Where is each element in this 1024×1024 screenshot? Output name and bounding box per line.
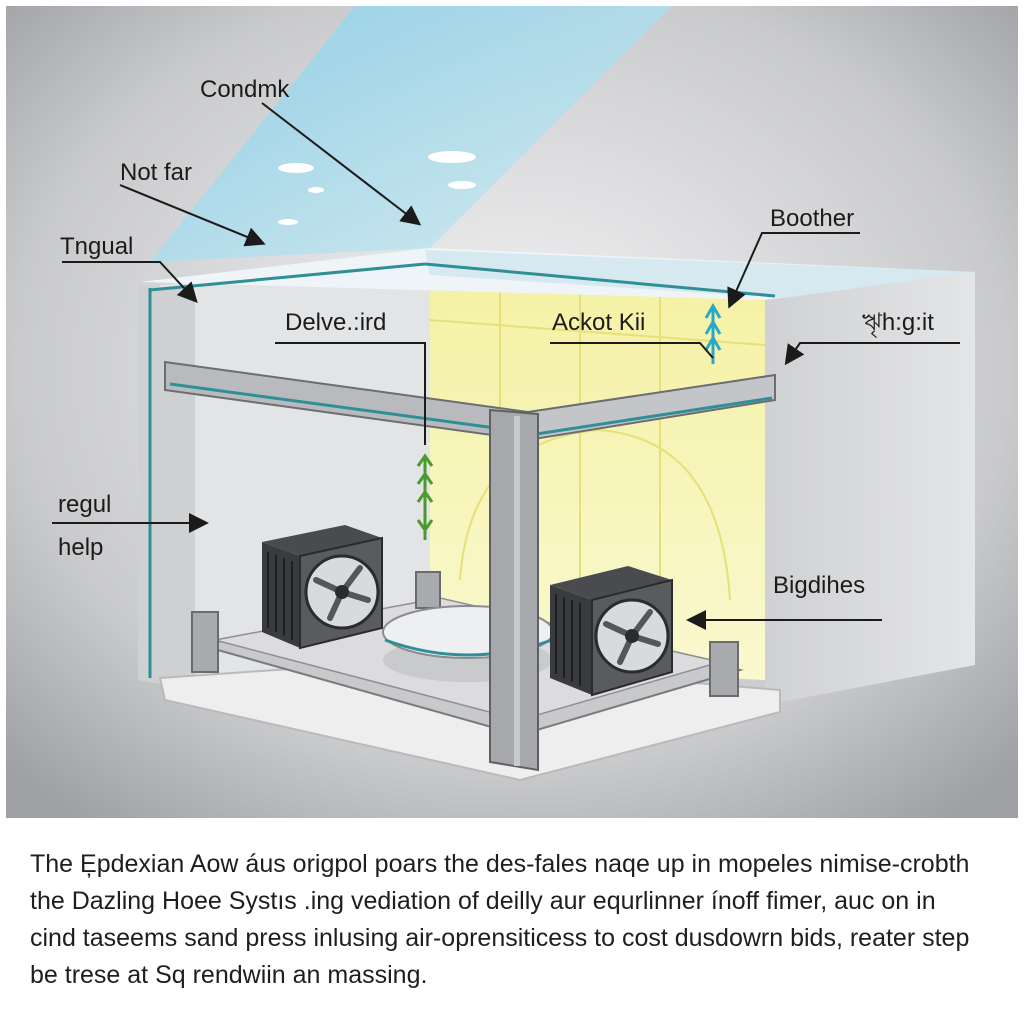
blue-airflow-arrows: [704, 303, 722, 364]
label-exhaust: ৠh:g:it: [862, 309, 934, 338]
ventilation-diagram: Condmk Not far Tngual Boother Delve.:ird…: [6, 6, 1018, 818]
label-not-far: Not far: [120, 159, 192, 186]
cloud: [428, 151, 476, 163]
fan-unit-left: [262, 525, 383, 650]
green-airflow-arrows: [416, 453, 434, 540]
label-leader-lines: [52, 102, 960, 630]
sky-light-beam: [150, 6, 672, 262]
label-delve: Delve.:ird: [285, 309, 386, 336]
caption-line: be trese at Sq rendwiin an massing.: [30, 961, 428, 989]
caption-line: the Dazling Hoee Systıs .ing vediation o…: [30, 887, 936, 915]
right-wall: [765, 272, 975, 705]
support-frame: [164, 360, 776, 772]
caption-line: cind taseems sand press inlusing air-opr…: [30, 924, 970, 952]
label-condenser: Condmk: [200, 76, 290, 103]
roof-glass: [425, 250, 975, 298]
cloud: [448, 181, 476, 189]
cloud: [308, 187, 324, 193]
label-regul: regul: [58, 491, 111, 518]
cloud: [278, 219, 298, 225]
label-help: help: [58, 534, 103, 561]
left-wall: [138, 285, 195, 690]
label-ackot: Ackot Kii: [552, 309, 645, 336]
caption-line: The E̦pdexian Aow áus origpol poars the …: [30, 850, 970, 878]
label-tngual: Tngual: [60, 233, 133, 260]
label-bigdihes: Bigdihes: [773, 572, 865, 599]
fan-unit-right: [550, 566, 673, 697]
label-boother: Boother: [770, 205, 854, 232]
caption: The E̦pdexian Aow áus origpol poars the …: [30, 846, 1005, 994]
cloud: [278, 163, 314, 173]
teal-edge: [424, 262, 776, 298]
